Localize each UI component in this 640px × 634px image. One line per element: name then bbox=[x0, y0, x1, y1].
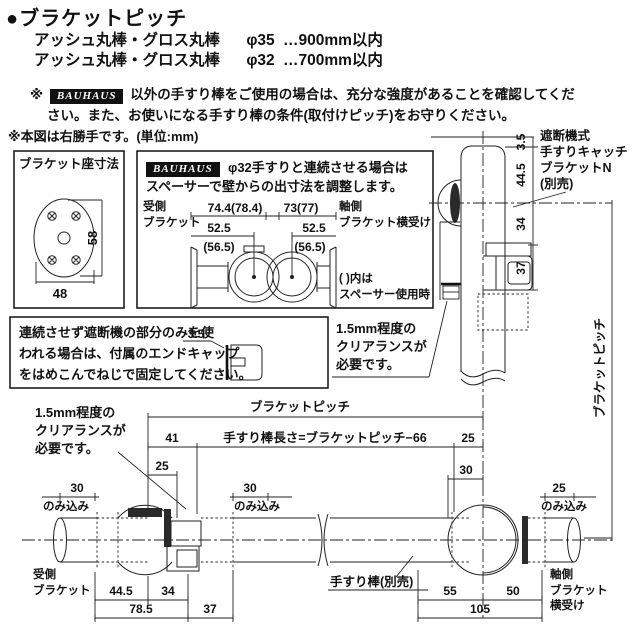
rail-length-label: 手すり棒長さ=ブラケットピッチ−66 bbox=[223, 430, 427, 445]
clearance-left-leader bbox=[117, 451, 187, 510]
bottom-diagram: ブラケットピッチ 41 手すり棒長さ=ブラケットピッチ−66 25 25 30 … bbox=[22, 200, 613, 622]
nomikomi-right: 25 のみ込み bbox=[540, 481, 596, 513]
dim-50: 50 bbox=[506, 584, 520, 598]
jikugawa-label-2: ブラケット横受け bbox=[339, 215, 431, 229]
ukegawa-bracket-drawing bbox=[190, 245, 280, 309]
clearance-left-line-2: クリアランスが bbox=[35, 423, 126, 438]
catch-label-1: 遮断機式 bbox=[540, 128, 591, 143]
ukegawa-dim-2: 52.5 bbox=[207, 221, 231, 235]
ukegawa-dim-1: 74.4(78.4) bbox=[208, 201, 263, 215]
left-bracket-assembly bbox=[117, 504, 202, 576]
svg-text:のみ込み: のみ込み bbox=[541, 499, 587, 513]
bottom-right-label-2: ブラケット bbox=[550, 583, 608, 597]
endcap-note-line-1: 連続させず遮断機の部分のみを使 bbox=[19, 325, 215, 340]
jikugawa-dim-3: (56.5) bbox=[294, 240, 325, 254]
spacer-box-line-1: φ32手すりと連続させる場合は bbox=[228, 160, 408, 175]
paren-note-1: ( )内は bbox=[339, 271, 373, 285]
spacer-box: 受側 ブラケット 74.4(78.4) 52.5 (56.5) 73(77) 5… bbox=[136, 150, 434, 309]
base-height-dim: 58 bbox=[85, 231, 100, 245]
svg-text:のみ込み: のみ込み bbox=[43, 499, 89, 513]
svg-text:30: 30 bbox=[70, 481, 84, 495]
endcap-dim: 3.5 bbox=[188, 327, 205, 341]
svg-text:25: 25 bbox=[552, 481, 566, 495]
spec-2-limit: …700mm以内 bbox=[282, 52, 383, 69]
clearance-right-line-2: クリアランスが bbox=[336, 339, 427, 354]
catch-dim-mid: 34 bbox=[514, 217, 528, 231]
vertical-pitch-label: ブラケットピッチ bbox=[592, 318, 607, 418]
caution-note-line-2: さい。また、お使いになる手すり棒の条件(取付けピッチ)をお守りください。 bbox=[47, 108, 515, 123]
jikugawa-dim-2: 52.5 bbox=[302, 221, 326, 235]
ukegawa-label-2: ブラケット bbox=[143, 215, 201, 229]
clearance-right-leader bbox=[332, 300, 448, 378]
endcap-box-drawing: 3.5 bbox=[9, 316, 329, 389]
catch-dim-top: 3.5 bbox=[514, 133, 528, 150]
catch-label-4: (別売) bbox=[540, 176, 573, 191]
dim-34: 34 bbox=[161, 584, 175, 598]
caution-note-line-1: ※ BAUHAUS 以外の手すり棒をご使用の場合は、充分な強度があることを確認し… bbox=[30, 83, 575, 104]
dim-25-right-top: 25 bbox=[461, 431, 475, 445]
bauhaus-logo-badge: BAUHAUS bbox=[49, 89, 124, 104]
spec-1-dia: φ35 bbox=[246, 32, 275, 49]
bottom-right-label-1: 軸側 bbox=[550, 567, 573, 581]
svg-text:30: 30 bbox=[243, 481, 257, 495]
ukegawa-dim-3: (56.5) bbox=[203, 240, 234, 254]
dim-41: 41 bbox=[165, 431, 179, 445]
dim-785: 78.5 bbox=[129, 602, 153, 616]
bottom-right-label-3: 横受け bbox=[550, 598, 585, 612]
handrail-label: 手すり棒(別売) bbox=[330, 574, 413, 589]
clearance-right-line-3: 必要です。 bbox=[336, 357, 400, 372]
spec-row-2: アッシュ丸棒・グロス丸棒 φ32 …700mm以内 bbox=[34, 48, 383, 70]
asterisk-mark: ※ bbox=[30, 87, 44, 102]
spacer-box-header: BAUHAUS φ32手すりと連続させる場合は bbox=[146, 157, 408, 177]
ukegawa-label-1: 受側 bbox=[143, 199, 166, 213]
caution-text-1: 以外の手すり棒をご使用の場合は、充分な強度があることを確認してくだ bbox=[130, 87, 575, 102]
endcap-note-line-3: をはめこんでねじで固定してください。 bbox=[19, 367, 252, 382]
dim-37: 37 bbox=[203, 602, 217, 616]
dim-105: 105 bbox=[470, 602, 490, 616]
jikugawa-bracket-drawing bbox=[266, 246, 337, 309]
spec-1-limit: …900mm以内 bbox=[282, 32, 383, 49]
bauhaus-logo-badge-2: BAUHAUS bbox=[146, 162, 220, 177]
dim-445: 44.5 bbox=[109, 584, 133, 598]
endcap-note-line-2: われる場合は、付属のエンドキャップ bbox=[19, 346, 240, 361]
jikugawa-dims-lines bbox=[265, 212, 337, 280]
catch-bracket-diagram: 3.5 44.5 34 37 遮断機式 手すりキャッチ ブラケットN (別売) bbox=[429, 128, 628, 418]
paren-note-2: スペーサー使用時 bbox=[339, 287, 430, 301]
bottom-left-label-1: 受側 bbox=[33, 567, 56, 581]
bottom-left-label-2: ブラケット bbox=[33, 583, 91, 597]
dim-25-left: 25 bbox=[155, 459, 169, 473]
clearance-left-line-1: 1.5mm程度の bbox=[35, 405, 116, 420]
svg-text:のみ込み: のみ込み bbox=[234, 499, 280, 513]
clearance-left-line-3: 必要です。 bbox=[35, 441, 99, 456]
spec-row-1: アッシュ丸棒・グロス丸棒 φ35 …900mm以内 bbox=[34, 28, 383, 50]
nomikomi-left: 30 のみ込み bbox=[42, 481, 99, 513]
jikugawa-label-1: 軸側 bbox=[339, 199, 362, 213]
page-title: ●ブラケットピッチ bbox=[6, 8, 188, 30]
catch-label-2: 手すりキャッチ bbox=[540, 144, 628, 159]
nomikomi-mid: 30 のみ込み bbox=[230, 481, 292, 513]
base-width-dim: 48 bbox=[53, 286, 67, 301]
spec-2-dia: φ32 bbox=[246, 52, 275, 69]
base-box-title: ブラケット座寸法 bbox=[19, 156, 120, 171]
bracket-base-box: 58 48 ブラケット座寸法 bbox=[13, 150, 125, 309]
pitch-dim-label: ブラケットピッチ bbox=[250, 399, 350, 414]
dim-55: 55 bbox=[443, 584, 457, 598]
spacer-box-line-2: スペーサーで壁からの出寸法を調整します。 bbox=[146, 179, 403, 194]
spec-2-name: アッシュ丸棒・グロス丸棒 bbox=[34, 52, 221, 69]
catch-dim-upper: 44.5 bbox=[514, 163, 528, 187]
orientation-note: ※本図は右勝手です。(単位:mm) bbox=[8, 129, 199, 144]
catch-label-3: ブラケットN bbox=[540, 160, 612, 175]
jikugawa-dim-1: 73(77) bbox=[284, 201, 319, 215]
dim-30-right: 30 bbox=[459, 463, 473, 477]
clearance-right-line-1: 1.5mm程度の bbox=[336, 321, 417, 336]
spec-1-name: アッシュ丸棒・グロス丸棒 bbox=[34, 32, 221, 49]
catch-dim-lower: 37 bbox=[514, 261, 528, 275]
